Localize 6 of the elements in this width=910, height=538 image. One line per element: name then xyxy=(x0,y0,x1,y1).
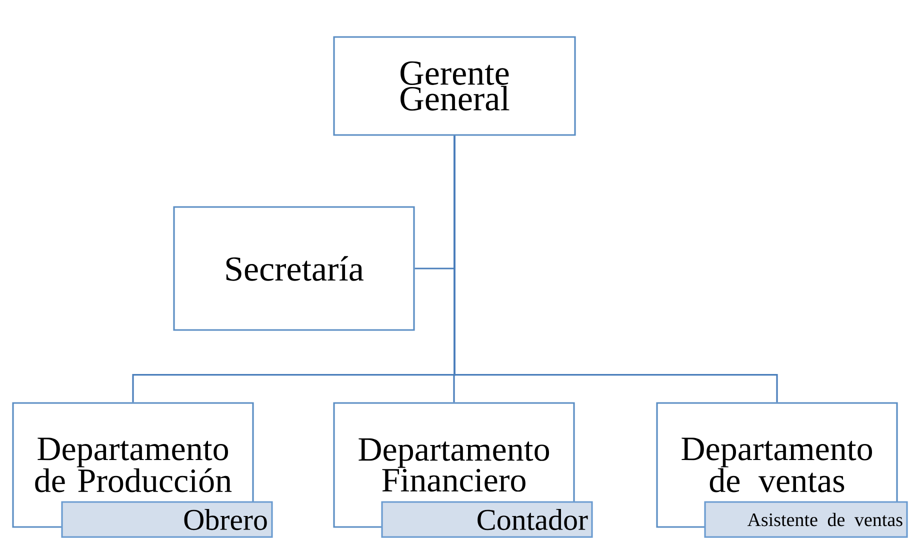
org-box: Gerente General xyxy=(333,36,576,136)
subordinate-box: Obrero xyxy=(61,501,273,538)
connector-line xyxy=(454,136,778,402)
subordinate-box: Contador xyxy=(381,501,593,538)
subordinate-box: Asistente de ventas xyxy=(704,501,908,538)
org-box: Secretaría xyxy=(173,206,415,331)
